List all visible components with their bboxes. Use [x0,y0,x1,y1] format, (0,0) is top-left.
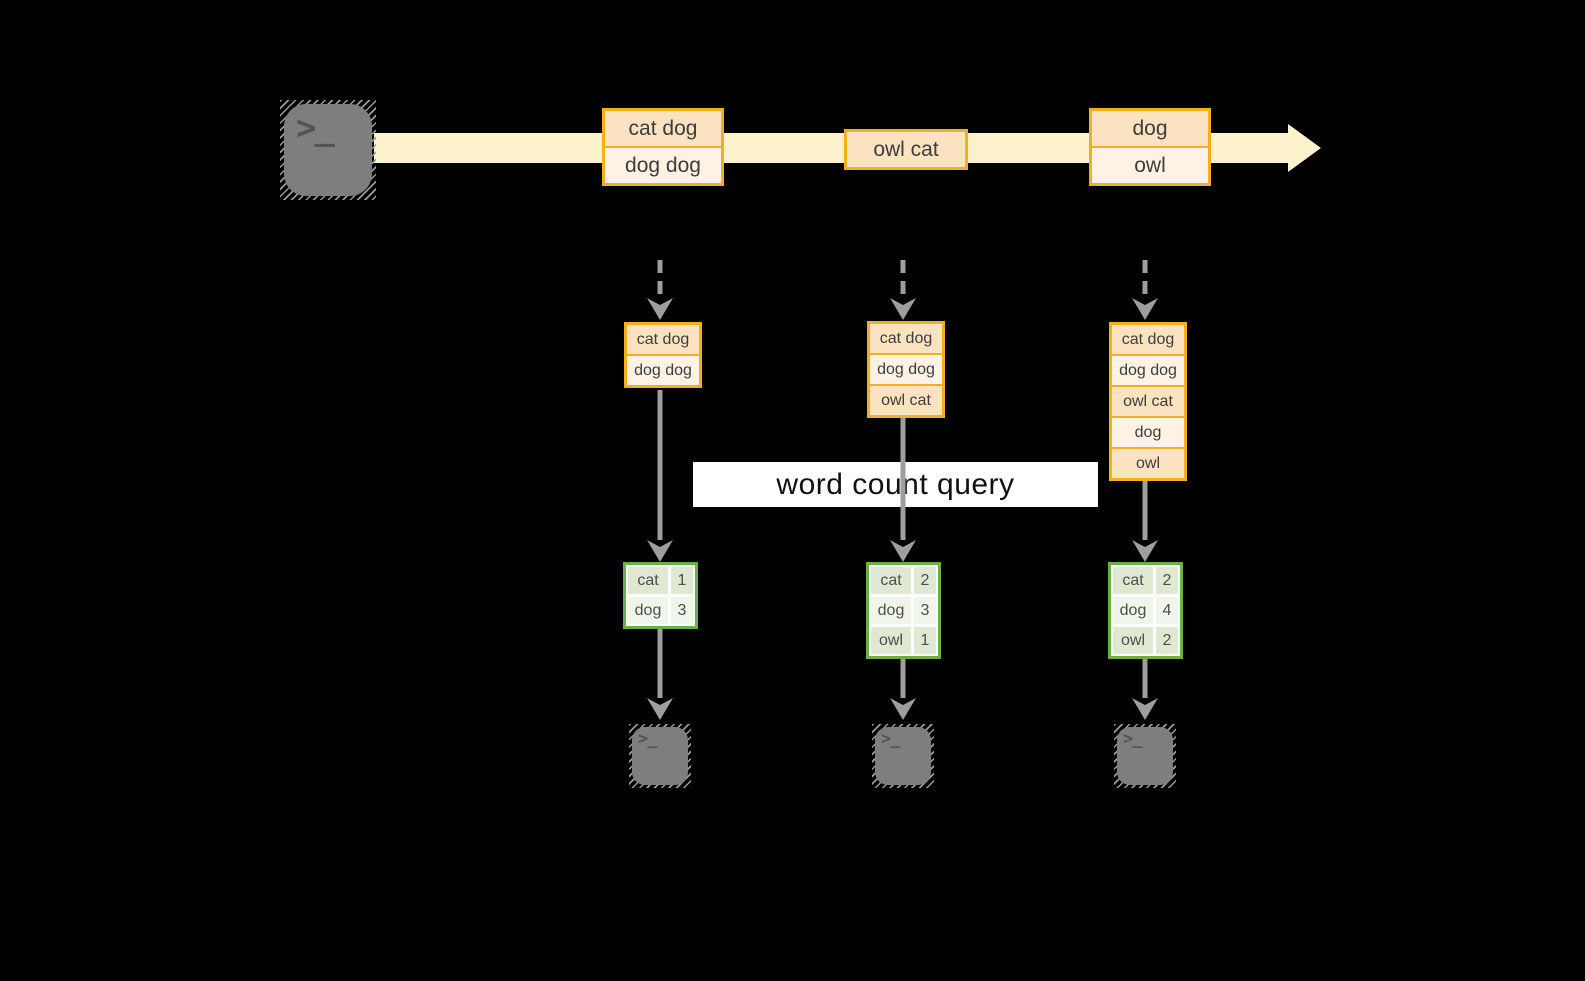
count-cell: 2 [1156,567,1178,594]
record: owl cat [1112,385,1184,416]
word-cell: owl [1113,627,1153,654]
arrowhead-icon [647,698,673,720]
terminal-prompt-glyph: >_ [881,729,901,749]
word-cell: dog [1113,597,1153,624]
count-cell: 2 [914,567,936,594]
count-cell: 2 [1156,627,1178,654]
count-cell: 1 [671,567,693,594]
arrowhead-icon [1132,298,1158,320]
stream-arrowhead-icon [1288,124,1321,172]
arrowhead-icon [1132,540,1158,562]
record: cat dog [1112,325,1184,354]
terminal-source-icon: >_ [280,100,376,200]
terminal-prompt-glyph: >_ [296,108,335,148]
terminal-sink-icon: >_ [872,724,934,788]
query-arrow [900,418,906,540]
word-cell: dog [871,597,911,624]
record: cat dog [605,111,721,146]
record: owl [1112,447,1184,478]
stream-batch: cat dog dog dog [602,108,724,186]
record: dog dog [605,146,721,183]
stream-batch: dog owl [1089,108,1211,186]
buffered-records: cat dog dog dog owl cat dog owl [1109,322,1187,481]
terminal-prompt-glyph: >_ [638,729,658,749]
terminal-body [284,104,372,196]
word-cell: cat [871,567,911,594]
buffered-records: cat dog dog dog [624,322,702,388]
record: owl [1092,146,1208,183]
output-arrow [900,659,906,698]
terminal-body [875,727,931,785]
terminal-sink-icon: >_ [1114,724,1176,788]
ingest-arrow-dashed [900,260,906,300]
arrowhead-icon [890,540,916,562]
record: cat dog [870,324,942,353]
query-arrow [657,390,663,540]
word-count-table: cat 1 dog 3 [623,562,698,629]
ingest-arrow-dashed [657,260,663,300]
arrowhead-icon [647,540,673,562]
arrowhead-icon [647,298,673,320]
record: dog dog [870,353,942,384]
terminal-body [632,727,688,785]
count-cell: 1 [914,627,936,654]
query-banner: word count query [693,462,1098,507]
word-count-table: cat 2 dog 4 owl 2 [1108,562,1183,659]
record: owl cat [847,132,965,167]
arrowhead-icon [890,698,916,720]
word-cell: dog [628,597,668,624]
output-arrow [657,629,663,698]
record: dog dog [1112,354,1184,385]
output-arrow [1142,659,1148,698]
query-arrow [1142,481,1148,540]
record: owl cat [870,384,942,415]
count-cell: 3 [914,597,936,624]
word-cell: cat [1113,567,1153,594]
word-count-table: cat 2 dog 3 owl 1 [866,562,941,659]
stream-batch: owl cat [844,129,968,170]
record: dog [1112,416,1184,447]
terminal-sink-icon: >_ [629,724,691,788]
terminal-body [1117,727,1173,785]
count-cell: 4 [1156,597,1178,624]
record: dog dog [627,354,699,385]
record: dog [1092,111,1208,146]
word-cell: owl [871,627,911,654]
count-cell: 3 [671,597,693,624]
arrowhead-icon [890,298,916,320]
arrowhead-icon [1132,698,1158,720]
word-cell: cat [628,567,668,594]
record: cat dog [627,325,699,354]
buffered-records: cat dog dog dog owl cat [867,321,945,418]
ingest-arrow-dashed [1142,260,1148,300]
terminal-prompt-glyph: >_ [1123,729,1143,749]
